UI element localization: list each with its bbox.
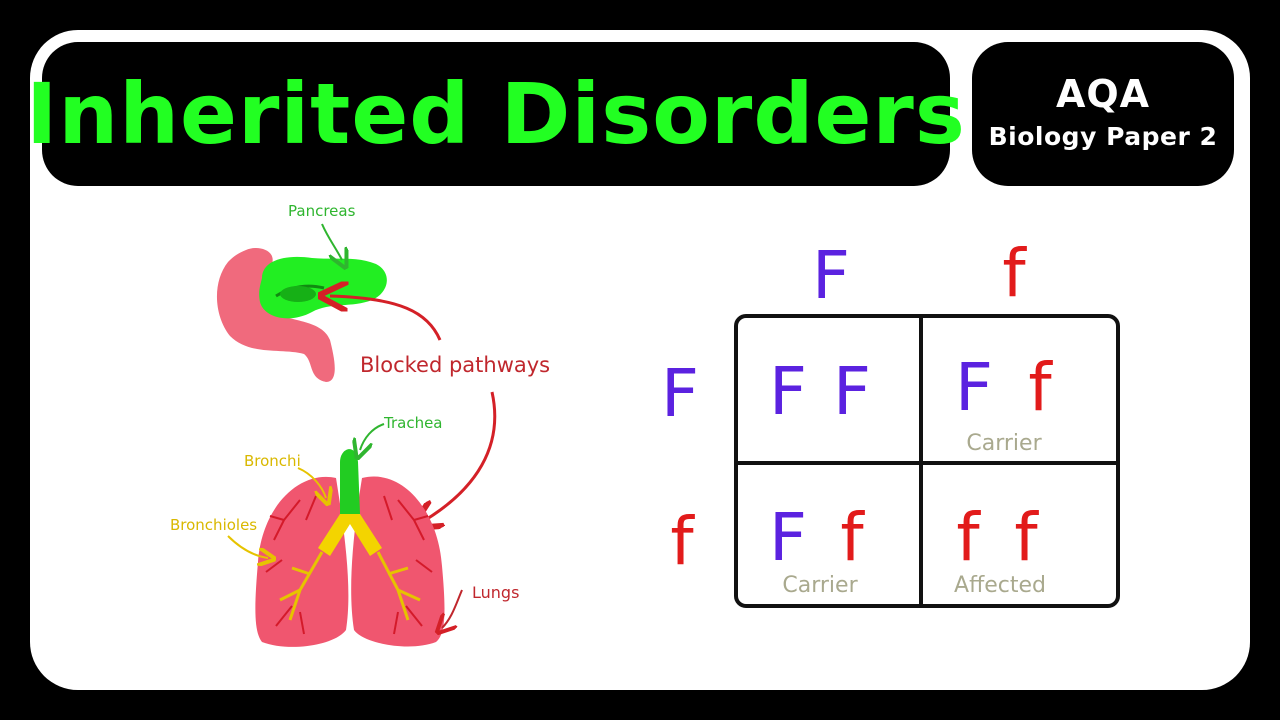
cell-2-allele-right: f: [1028, 349, 1053, 426]
cell-2-status: Carrier: [966, 431, 1042, 456]
blood-vessels: [265, 495, 433, 635]
bronchi-label-arrow: [297, 467, 326, 498]
cell-4-status: Affected: [954, 573, 1046, 598]
paper-label: Biology Paper 2: [988, 122, 1218, 151]
row-header-1: F: [661, 355, 699, 432]
arrow-to-pancreas: [330, 296, 442, 341]
right-lung-shape: [351, 476, 445, 647]
blocked-pathways-annotation: Blocked pathways: [330, 296, 550, 522]
lungs-illustration: Trachea Bronchi Bronchioles Lungs: [170, 414, 519, 647]
col-header-2: f: [1002, 235, 1027, 312]
col-header-1: F: [812, 237, 850, 314]
pancreas-blockage: [280, 286, 316, 302]
cell-2-allele-left: F: [955, 349, 993, 426]
trachea-label-arrow: [360, 423, 385, 450]
punnett-grid-border: [734, 314, 1120, 608]
bronchioles-label-arrow: [227, 535, 268, 558]
cell-3-status: Carrier: [782, 573, 858, 598]
arrow-to-lungs: [422, 391, 497, 522]
bronchi-label: Bronchi: [244, 452, 301, 470]
trachea-label: Trachea: [383, 414, 443, 432]
cell-3-allele-right: f: [840, 499, 865, 576]
bronchioles-label: Bronchioles: [170, 516, 257, 534]
pancreas-illustration: Pancreas: [216, 202, 387, 382]
cell-3-allele-left: F: [769, 499, 807, 576]
exam-board-label: AQA: [1055, 72, 1151, 116]
trachea-shape: [340, 449, 360, 514]
pancreas-label-arrow: [321, 223, 342, 260]
lungs-label-arrow: [442, 589, 463, 628]
row-header-2: f: [670, 503, 695, 580]
pancreas-label: Pancreas: [288, 202, 356, 220]
blocked-pathways-label: Blocked pathways: [360, 353, 550, 377]
bronchi-shape: [318, 514, 382, 556]
title-banner: Inherited Disorders: [26, 42, 965, 186]
bronchiole-branches: [279, 551, 421, 621]
punnett-square: F f F f F F F f Carrier F f Carrier f f …: [661, 235, 1120, 608]
exam-badge: AQA Biology Paper 2: [972, 42, 1234, 186]
lungs-label: Lungs: [472, 583, 519, 602]
cell-1-allele-right: F: [833, 353, 871, 430]
cell-1-allele-left: F: [769, 353, 807, 430]
cell-4-allele-left: f: [956, 499, 981, 576]
page-title: Inherited Disorders: [26, 65, 966, 163]
cell-4-allele-right: f: [1014, 499, 1039, 576]
